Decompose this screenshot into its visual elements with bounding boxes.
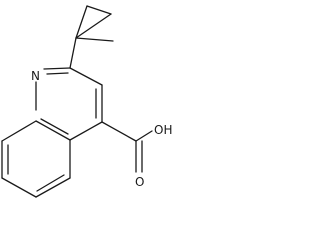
c2-n1-bond [43,67,71,70]
c2-n1-double [46,72,69,75]
c7-c6-bond [1,177,37,198]
cyclopropyl-bond-top [86,5,112,15]
hydroxyl-label: OH [154,123,172,137]
c4a-c8a-bond [35,120,71,141]
c6-c5-bond [35,177,71,198]
cyclopropyl-to-c2-bond [69,37,77,69]
methyl-bond [75,37,114,42]
cyclopropyl-bond-left [75,5,88,39]
c4-c4a-bond [69,121,103,141]
nitrogen-label: N [31,69,40,83]
carbonyl-oxygen-label: O [135,175,144,189]
atom-labels: N OH O [31,69,172,189]
bond-lines [1,5,153,198]
chemical-structure-diagram: N OH O [1,5,172,198]
c8a-c8-bond [1,120,37,142]
c4a-c8a-double [40,118,69,135]
c4-carboxyl-bond [101,121,137,142]
c2-c3-bond [69,67,103,86]
cyclopropyl-bond-right [75,13,112,39]
carboxyl-c-oh-bond [135,130,153,142]
c6-c5-double [36,174,65,192]
